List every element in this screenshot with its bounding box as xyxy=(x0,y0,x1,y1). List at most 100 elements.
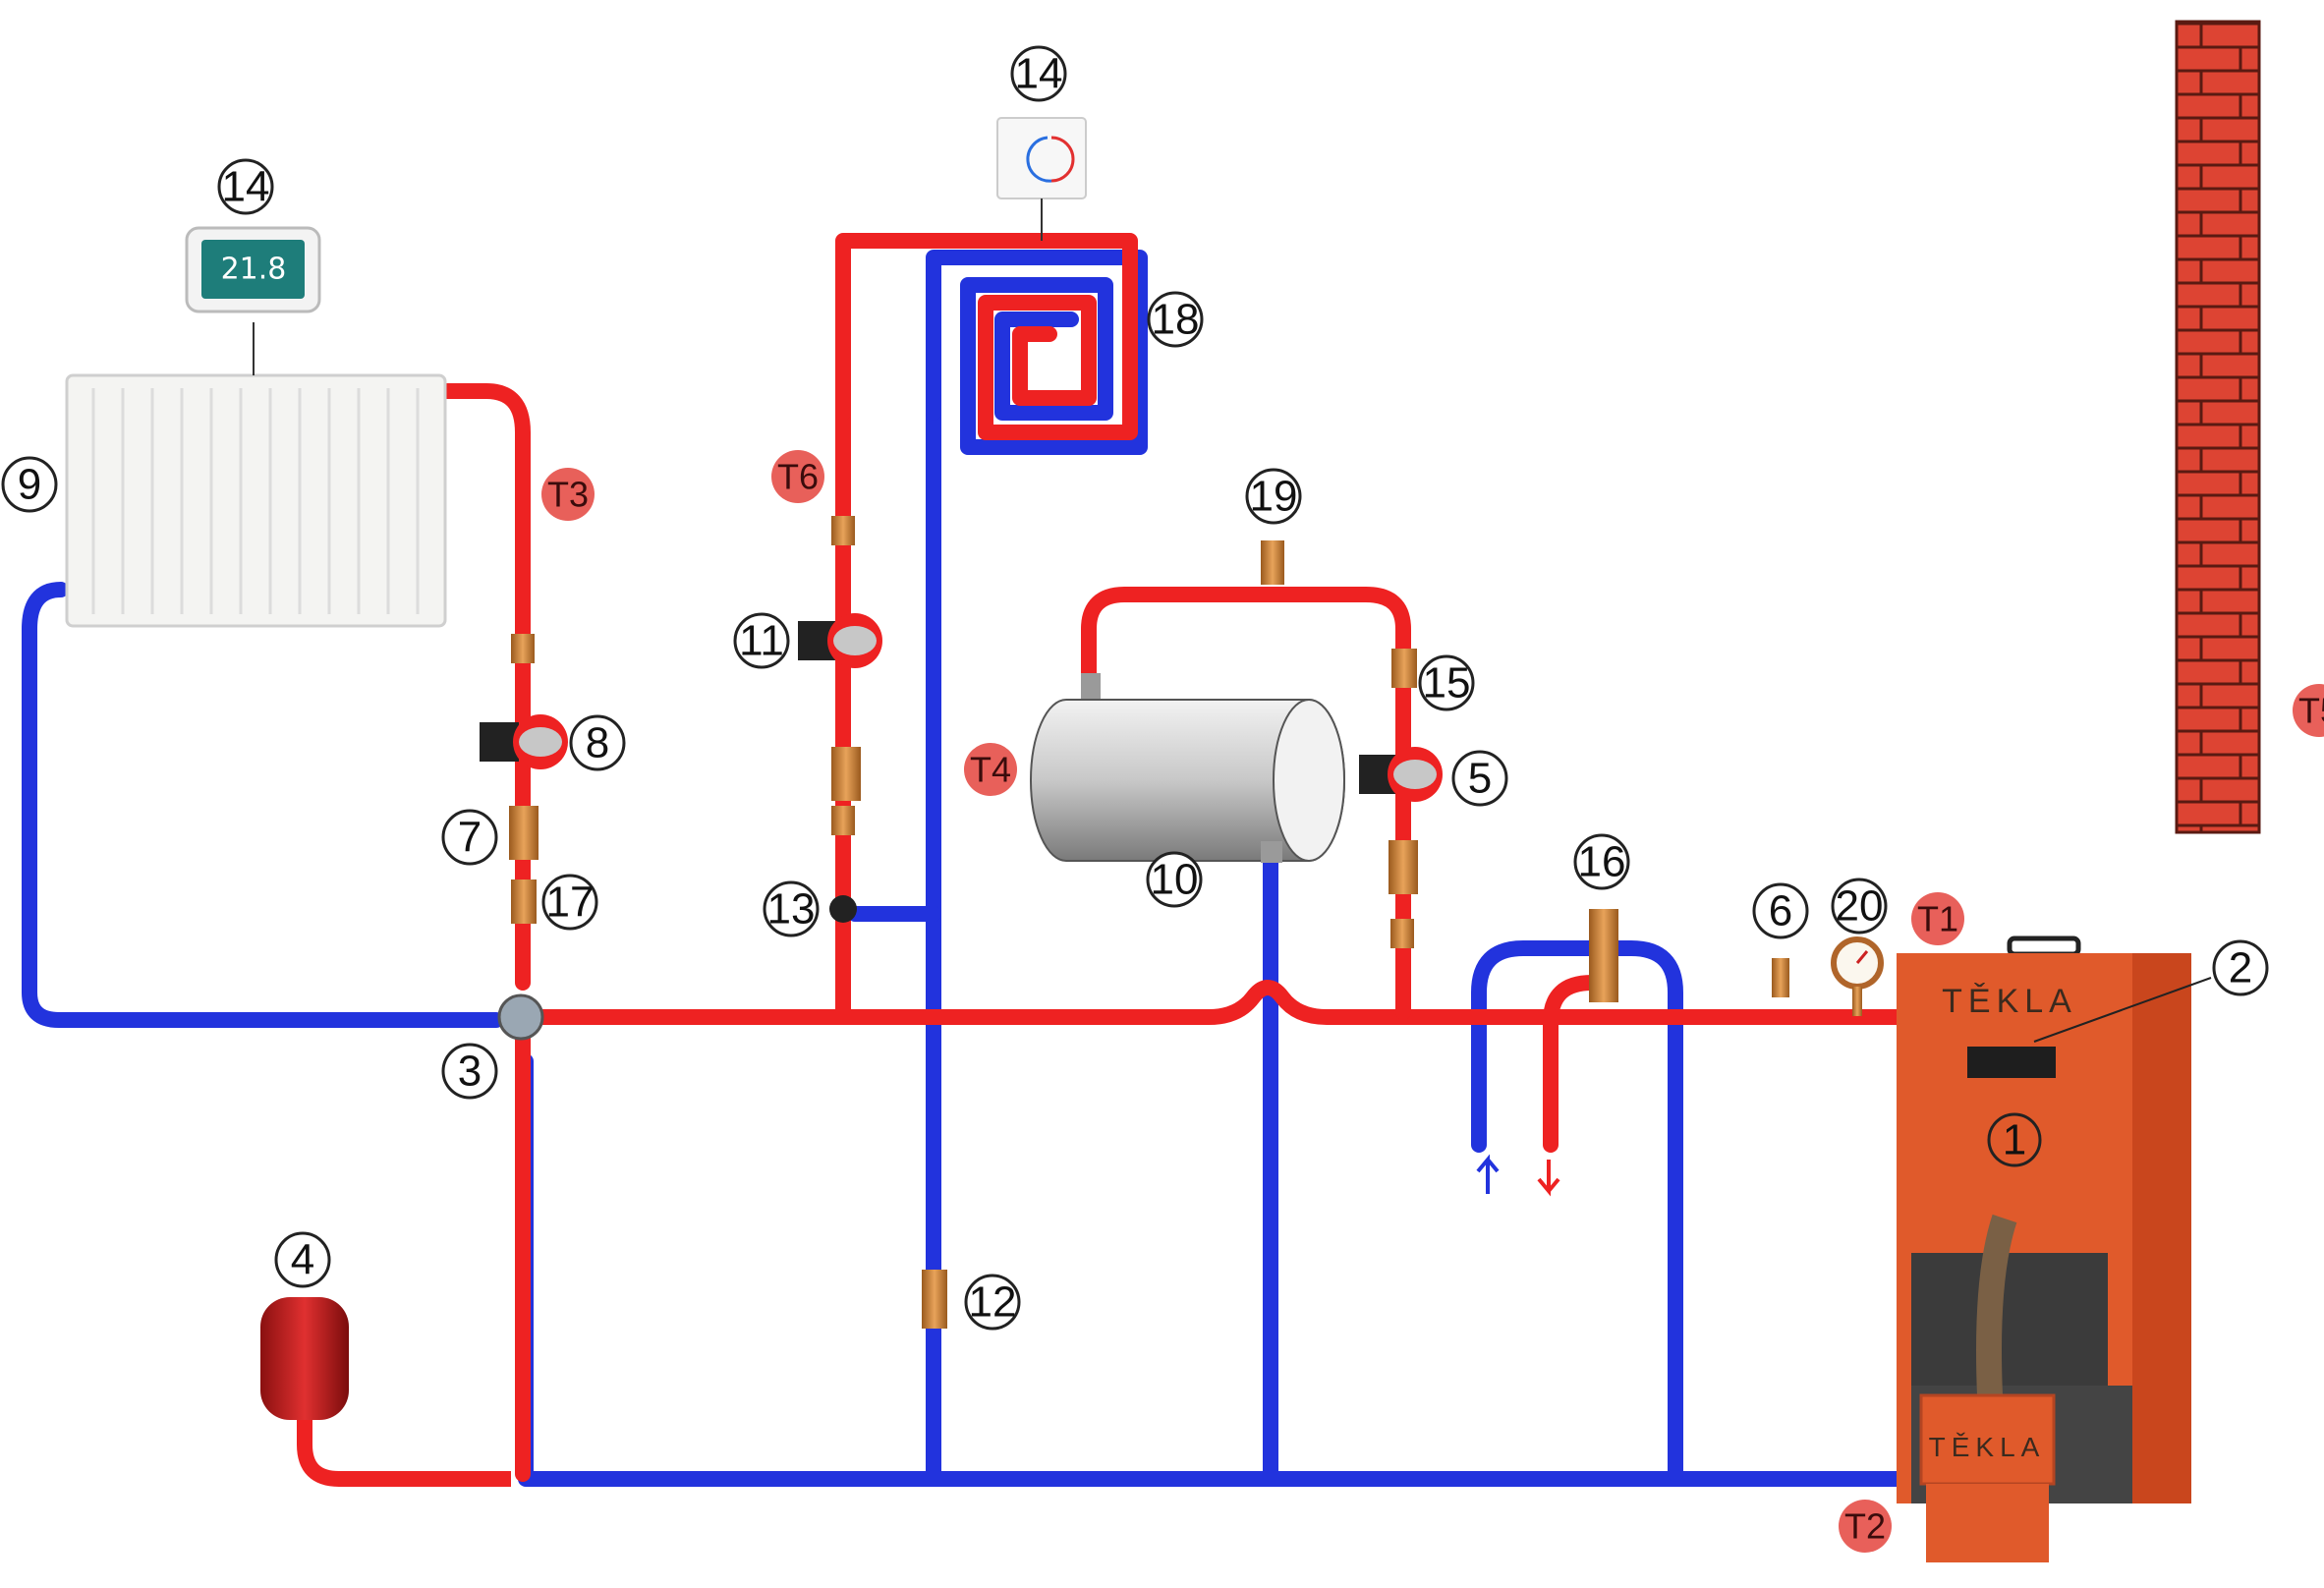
floor-loop-hot xyxy=(835,233,1138,440)
boiler-brand-top: TĚKLA xyxy=(1942,983,2077,1020)
radiator-body xyxy=(65,373,447,628)
air-vent-19 xyxy=(1261,540,1284,585)
dhw-hot-outlet xyxy=(1543,975,1605,1153)
svg-text:T5: T5 xyxy=(2298,691,2324,731)
sensor-t5: T5 xyxy=(2293,684,2324,737)
tank-hot-loop xyxy=(1081,587,1411,1020)
label-14-top: 14 xyxy=(1010,45,1067,102)
svg-text:T4: T4 xyxy=(970,750,1011,790)
safety-valve-6 xyxy=(1772,958,1789,997)
svg-text:11: 11 xyxy=(739,617,784,665)
svg-text:13: 13 xyxy=(767,885,816,934)
label-19: 19 xyxy=(1245,468,1302,525)
sensor-labels: T1 T2 T3 T4 T5 T6 xyxy=(541,450,2324,1553)
floor-thermostat-dial xyxy=(1050,136,1075,183)
main-hot-line xyxy=(513,980,1909,1025)
svg-text:2: 2 xyxy=(2229,944,2252,992)
svg-text:3: 3 xyxy=(458,1048,482,1096)
tank-inlet-pipe xyxy=(1081,673,1101,703)
vessel-body xyxy=(260,1297,349,1420)
label-20: 20 xyxy=(1831,878,1888,935)
label-11: 11 xyxy=(733,612,790,669)
label-15: 15 xyxy=(1418,654,1475,711)
sensor-t2: T2 xyxy=(1839,1500,1892,1553)
tank-end-cap xyxy=(1273,699,1345,862)
boiler-handle xyxy=(2007,936,2081,957)
filter-7 xyxy=(509,806,538,860)
boiler-lower-door xyxy=(1911,1253,2108,1386)
pellet-boiler: TĚKLA TĚKLA xyxy=(1897,936,2212,1562)
svg-text:12: 12 xyxy=(969,1278,1017,1327)
label-5: 5 xyxy=(1451,750,1508,807)
radiator-return-pipe xyxy=(22,582,504,1028)
filter-5 xyxy=(1389,840,1418,894)
pressure-gauge-20 xyxy=(1831,936,1884,1016)
label-12: 12 xyxy=(964,1274,1021,1331)
svg-text:T2: T2 xyxy=(1844,1506,1886,1547)
pump-5-face xyxy=(1393,760,1437,789)
thermostat-value: 21.8 xyxy=(221,253,287,287)
boiler-brand-burner: TĚKLA xyxy=(1929,1432,2046,1462)
sensor-t3: T3 xyxy=(541,468,595,521)
number-labels: 1 2 3 4 5 6 7 8 9 10 11 12 13 14 14 15 1… xyxy=(1,45,2269,1331)
svg-text:T3: T3 xyxy=(547,475,589,515)
fitting-t6 xyxy=(831,516,855,545)
label-10: 10 xyxy=(1146,851,1203,908)
fitting-8-top xyxy=(511,634,535,663)
mixing-valve-3 xyxy=(497,993,544,1041)
safety-valve-16 xyxy=(1589,909,1618,1002)
label-7: 7 xyxy=(441,809,498,866)
label-4: 4 xyxy=(274,1231,331,1288)
svg-text:6: 6 xyxy=(1769,887,1792,936)
svg-text:19: 19 xyxy=(1250,473,1298,521)
svg-text:14: 14 xyxy=(222,163,270,211)
floor-thermostat xyxy=(996,117,1087,241)
filter-11 xyxy=(831,747,861,801)
vessel-pipe xyxy=(297,1415,511,1487)
svg-text:7: 7 xyxy=(458,814,482,862)
buffer-tank xyxy=(1030,673,1345,863)
hot-outlet-arrow xyxy=(1537,1160,1560,1197)
feeder-tube xyxy=(1976,1214,2017,1396)
fitting-15 xyxy=(1391,649,1417,688)
svg-text:15: 15 xyxy=(1423,659,1471,708)
svg-text:20: 20 xyxy=(1836,882,1884,931)
check-valve-13 xyxy=(829,895,857,923)
radiator xyxy=(65,322,447,628)
valve-17 xyxy=(511,879,537,924)
label-1: 1 xyxy=(1987,1112,2042,1167)
radiator-supply-pipe xyxy=(439,383,531,991)
label-9: 9 xyxy=(1,456,58,513)
brick-wall xyxy=(2175,20,2261,834)
label-13: 13 xyxy=(763,880,820,937)
pump-5 xyxy=(1359,747,1443,802)
boiler-controller xyxy=(1967,1047,2056,1078)
dhw-arrows xyxy=(1476,1154,1560,1197)
label-2: 2 xyxy=(2212,939,2269,996)
svg-text:5: 5 xyxy=(1468,755,1492,803)
boiler-side xyxy=(2132,953,2191,1503)
valve-11 xyxy=(831,806,855,835)
svg-text:8: 8 xyxy=(586,719,609,767)
sensor-t1: T1 xyxy=(1911,892,1964,945)
label-17: 17 xyxy=(541,874,598,931)
valve-5 xyxy=(1390,919,1414,948)
room-thermostat-display: 21.8 xyxy=(185,226,321,313)
svg-text:T1: T1 xyxy=(1917,899,1958,939)
label-18: 18 xyxy=(1147,291,1204,348)
svg-text:17: 17 xyxy=(546,879,595,927)
svg-text:16: 16 xyxy=(1578,838,1626,886)
cold-inlet-arrow xyxy=(1476,1154,1500,1194)
svg-text:10: 10 xyxy=(1151,856,1199,904)
pump-8-motor xyxy=(480,722,519,762)
label-6: 6 xyxy=(1752,882,1809,939)
right-cold-riser xyxy=(1471,940,1683,1482)
svg-text:18: 18 xyxy=(1152,296,1200,344)
sensor-t6: T6 xyxy=(771,450,824,503)
expansion-vessel xyxy=(260,1297,511,1487)
pump-11-face xyxy=(833,626,877,655)
brass-fittings xyxy=(509,516,1789,1329)
svg-text:14: 14 xyxy=(1015,50,1063,98)
label-16: 16 xyxy=(1573,833,1630,890)
